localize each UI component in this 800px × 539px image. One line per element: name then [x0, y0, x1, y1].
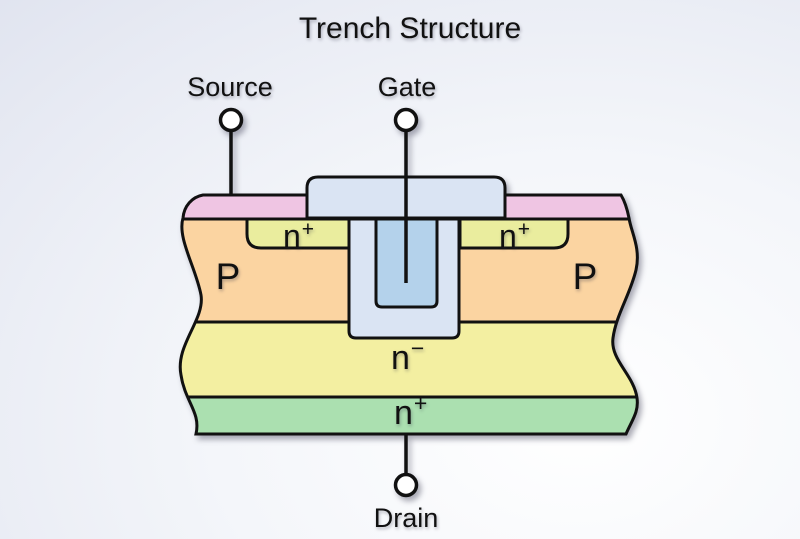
- n-plus-source-label-right: n+: [499, 218, 530, 254]
- diagram-labels: Trench Structure Source Gate Drain P P n…: [187, 12, 597, 533]
- n-plus-source-well-right: [458, 217, 570, 250]
- n-plus-source-well-left: [245, 217, 352, 250]
- drain-terminal-icon: [393, 472, 419, 498]
- n-plus-source-label-left: n+: [283, 218, 314, 254]
- semiconductor-structure: [178, 107, 639, 498]
- n-plus-substrate-label: n+: [394, 390, 427, 432]
- drain-label: Drain: [374, 503, 439, 533]
- structure-outline: [178, 193, 639, 436]
- gate-terminal-icon: [393, 107, 419, 133]
- gate-label: Gate: [378, 72, 437, 102]
- p-body-label-left: P: [216, 256, 241, 297]
- source-label: Source: [187, 72, 273, 102]
- n-minus-drift-label: n−: [391, 335, 424, 377]
- diagram-title: Trench Structure: [299, 12, 521, 45]
- n-plus-substrate-layer: [180, 397, 638, 434]
- p-body-label-right: P: [573, 256, 598, 297]
- source-terminal-icon: [218, 107, 244, 133]
